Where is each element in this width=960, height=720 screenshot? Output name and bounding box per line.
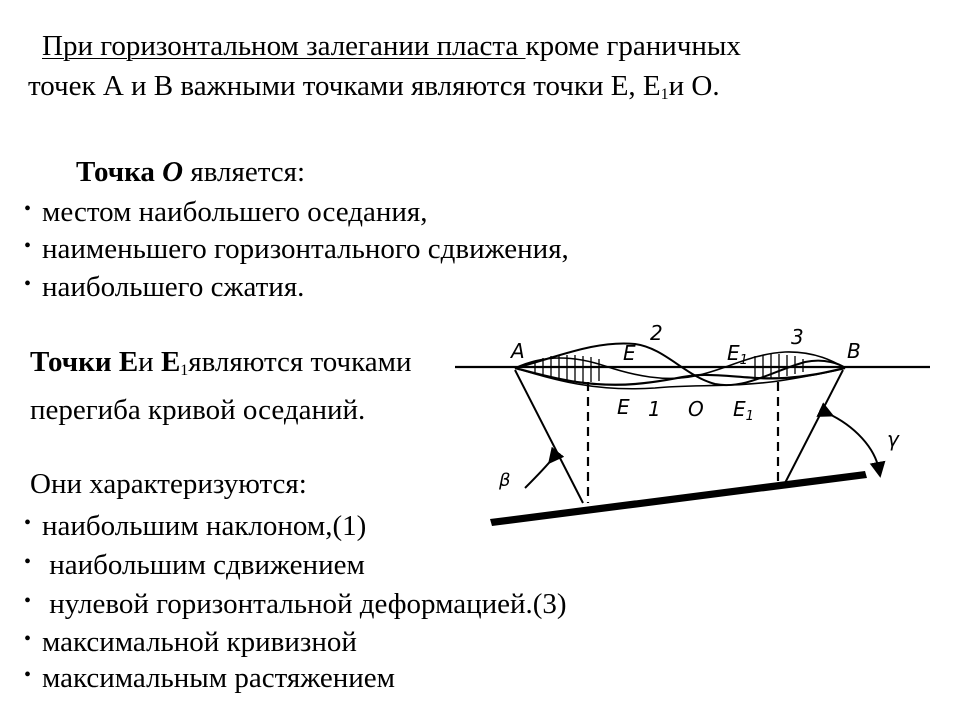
intro-line2-end: и О. — [668, 70, 720, 102]
label-a: A — [509, 339, 525, 363]
subsidence-curve-lower — [514, 367, 846, 390]
label-gamma: γ — [887, 427, 900, 451]
bullet-icon: • — [24, 512, 32, 534]
bullet-icon: • — [24, 664, 32, 686]
boundary-line-left — [514, 369, 584, 504]
label-e-bottom: E — [617, 395, 630, 419]
boundary-line-right — [784, 369, 844, 484]
characterized-item-text: наибольшим наклоном,(1) — [42, 510, 367, 542]
points-e-text-1: и — [138, 346, 161, 378]
points-e-line-1: Точки Еи Е1являются точками — [30, 344, 412, 380]
characterized-item-text: нулевой горизонтальной деформацией.(3) — [42, 588, 567, 620]
intro-line-1: При горизонтальном залегании пласта кром… — [42, 28, 741, 64]
label-beta: β — [498, 470, 511, 491]
characterized-item-text: максимальной кривизной — [42, 626, 357, 658]
point-o-item-text: наибольшего сжатия. — [42, 271, 305, 303]
points-e-bold-1: Точки Е — [30, 346, 139, 378]
point-o-item-text: наименьшего горизонтального сдвижения, — [42, 233, 569, 265]
points-e-bold-2: Е — [160, 346, 181, 378]
point-o-item-3: • наибольшего сжатия. — [24, 266, 304, 305]
intro-subscript: 1 — [660, 86, 669, 103]
bullet-icon: • — [24, 590, 32, 612]
points-e-line-2: перегиба кривой оседаний. — [30, 392, 365, 428]
label-o: O — [688, 397, 704, 421]
curve-3 — [514, 351, 846, 380]
characterized-heading-text: Они характеризуются: — [30, 468, 307, 500]
angle-arc-beta — [524, 446, 565, 489]
characterized-item-text: наибольшим сдвижением — [42, 549, 365, 581]
characterized-item-2: • наибольшим сдвижением — [24, 544, 365, 583]
points-e-line2-text: перегиба кривой оседаний. — [30, 394, 366, 426]
points-e-text-2: являются точками — [188, 346, 412, 378]
point-o-item-2: • наименьшего горизонтального сдвижения, — [24, 228, 569, 267]
bullet-icon: • — [24, 628, 32, 650]
intro-line-2: точек А и В важными точками являются точ… — [28, 68, 720, 104]
point-o-heading: Точка О является: — [76, 154, 305, 190]
label-3: 3 — [791, 325, 804, 349]
point-o-item-1: • местом наибольшего оседания, — [24, 191, 427, 230]
bullet-icon: • — [24, 235, 32, 257]
label-b: B — [847, 339, 861, 363]
point-o-suffix: является: — [183, 156, 306, 188]
angle-arc-gamma — [816, 402, 886, 478]
points-e-subscript: 1 — [180, 362, 189, 379]
seam-bed — [490, 471, 867, 526]
characterized-item-text: максимальным растяжением — [42, 662, 396, 694]
characterized-item-1: • наибольшим наклоном,(1) — [24, 505, 366, 544]
intro-line2-text: точек А и В важными точками являются точ… — [28, 70, 661, 102]
point-o-letter: О — [162, 156, 184, 188]
label-one: 1 — [648, 397, 661, 421]
point-o-prefix: Точка — [76, 156, 163, 188]
point-o-item-text: местом наибольшего оседания, — [42, 196, 428, 228]
label-e-top: E — [623, 341, 636, 365]
subsidence-diagram: A B 2 3 E E1 E 1 O E1 β γ — [455, 321, 930, 526]
bullet-icon: • — [24, 273, 32, 295]
characterized-item-5: • максимальным растяжением — [24, 657, 395, 696]
intro-rest: кроме граничных — [525, 30, 741, 62]
subsidence-trough-hatching — [534, 354, 804, 382]
characterized-item-4: • максимальной кривизной — [24, 621, 357, 660]
bullet-icon: • — [24, 551, 32, 573]
characterized-heading: Они характеризуются: — [30, 466, 307, 502]
bullet-icon: • — [24, 198, 32, 220]
label-e1-bottom: E1 — [733, 397, 754, 424]
characterized-item-3: • нулевой горизонтальной деформацией.(3) — [24, 583, 567, 622]
intro-underlined: При горизонтальном залегании пласта — [42, 30, 526, 62]
label-2: 2 — [650, 321, 663, 345]
label-e1-top: E1 — [727, 341, 748, 368]
curve-2 — [514, 342, 846, 387]
